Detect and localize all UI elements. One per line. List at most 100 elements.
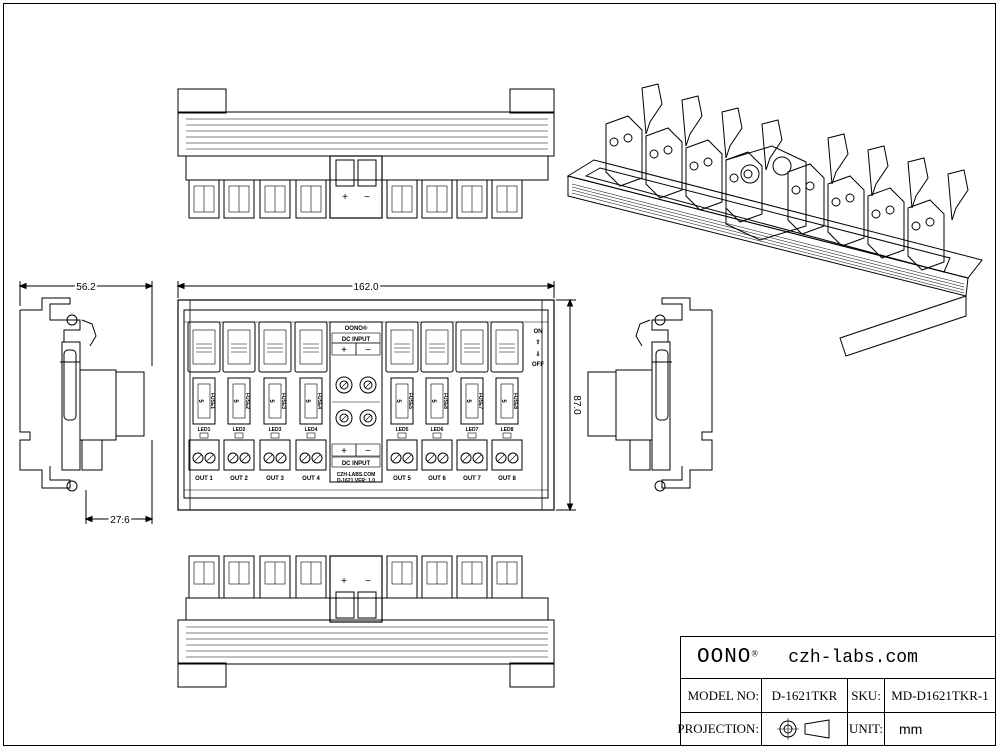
- iso-terminal-screw: [609, 137, 619, 147]
- terminal-screw-right: [311, 452, 323, 464]
- rocker-switch: [385, 321, 419, 373]
- on-label: ON: [534, 329, 543, 335]
- terminal-screw-slot: [474, 454, 482, 462]
- terminal-screw-slot: [392, 454, 400, 462]
- iso-terminal-screw: [885, 205, 895, 215]
- output-terminal: [223, 439, 255, 471]
- front-rail-right: [541, 299, 555, 511]
- terminal-screw-slot: [194, 454, 202, 462]
- iso-terminal-left: [685, 139, 723, 211]
- fuse-holder: [227, 377, 251, 425]
- terminal-screw-slot: [439, 454, 447, 462]
- iso-terminal-screw: [911, 221, 921, 231]
- terminal-screw-left: [425, 452, 437, 464]
- dimension-lines: 162.056.227.687.0: [18, 280, 584, 528]
- output-label: OUT 5: [393, 476, 411, 482]
- fuse-body: [465, 383, 479, 419]
- dc-screw: [335, 409, 353, 427]
- top-terminal-block: [456, 179, 488, 219]
- iso-terminal-screw: [663, 145, 673, 155]
- led-indicator: [432, 432, 442, 439]
- led-label: LED7: [466, 427, 479, 433]
- dc-input-center-block: [329, 321, 383, 483]
- dimension-arrow: [176, 282, 185, 290]
- output-terminal: [386, 439, 418, 471]
- output-label: OUT 8: [498, 476, 516, 482]
- terminal-screw-slot: [241, 454, 249, 462]
- side-label-slot: [655, 349, 669, 421]
- top-view: +−: [177, 88, 555, 219]
- terminal-screw-left: [495, 452, 507, 464]
- dimension-arrow: [18, 282, 27, 290]
- dc-top-minus: −: [365, 345, 371, 356]
- fuse-body: [232, 383, 246, 419]
- led-label: LED2: [233, 427, 246, 433]
- top-plus-mark: +: [342, 192, 348, 203]
- side-screw-top: [654, 314, 666, 326]
- dc-minus-box: [355, 342, 381, 356]
- top-terminal-block: [421, 179, 453, 219]
- dc-input-bottom-box: [331, 456, 381, 468]
- top-dc-screw-left: [335, 159, 355, 187]
- led-label: LED5: [396, 427, 409, 433]
- led-label: LED6: [431, 427, 444, 433]
- projection-label: PROJECTION:: [677, 721, 759, 736]
- bottom-dc-screw-right: [357, 591, 377, 619]
- bottom-rail-body: [177, 619, 555, 665]
- led-indicator: [467, 432, 477, 439]
- dc-input-bottom-label: DC INPUT: [342, 461, 371, 467]
- side-lower-block: [629, 439, 651, 471]
- dc-screw-slot: [364, 381, 372, 389]
- fuse-label: FUSE8: [512, 393, 518, 409]
- front-housing: [183, 309, 549, 499]
- iso-switch-left: [761, 119, 783, 171]
- bottom-dc-screw-left: [335, 591, 355, 619]
- fuse-holder: [263, 377, 287, 425]
- side-body-front: [651, 341, 671, 471]
- fuse-body: [500, 383, 514, 419]
- iso-rail-stripe: [571, 189, 965, 291]
- bottom-minus-mark: −: [365, 576, 371, 587]
- iso-switch-left: [681, 95, 703, 147]
- iso-switch-right: [947, 169, 969, 221]
- dimension-arrow: [84, 515, 93, 523]
- projection-symbol: [761, 713, 847, 745]
- terminal-screw-slot: [404, 454, 412, 462]
- top-terminal-block: [259, 179, 291, 219]
- bottom-plus-mark: +: [341, 576, 347, 587]
- side-screw-top: [66, 314, 78, 326]
- dimension-arrow: [566, 298, 574, 307]
- led-indicator: [397, 432, 407, 439]
- iso-terminal-screw: [925, 217, 935, 227]
- terminal-screw-slot: [462, 454, 470, 462]
- bottom-rail-end-right: [509, 662, 555, 688]
- dimension-arrow: [145, 282, 154, 290]
- fuse-body: [430, 383, 444, 419]
- output-terminal: [421, 439, 453, 471]
- fuse-rating-label: 5: [430, 399, 436, 403]
- fuse-holder: [390, 377, 414, 425]
- unit-value: mm: [884, 713, 995, 745]
- iso-housing-top: [584, 167, 951, 273]
- output-terminal: [295, 439, 327, 471]
- terminal-screw-right: [239, 452, 251, 464]
- fuse-label: FUSE3: [280, 393, 286, 409]
- off-label: OFF: [532, 362, 544, 368]
- rocker-switch-paddle: [460, 329, 484, 365]
- dc-input-top-label: DC INPUT: [342, 337, 371, 343]
- iso-terminal-screw: [743, 169, 753, 179]
- iso-terminal-screw: [871, 209, 881, 219]
- iso-switch-right: [867, 145, 889, 197]
- terminal-screw-right: [204, 452, 216, 464]
- side-switch-lever: [81, 319, 97, 347]
- third-angle-projection-icon: [776, 718, 829, 740]
- iso-switch-right: [827, 133, 849, 185]
- output-terminal: [259, 439, 291, 471]
- side-terminal-block: [79, 369, 117, 441]
- iso-terminal-screw: [845, 193, 855, 203]
- led-label: LED4: [305, 427, 318, 433]
- output-terminal: [188, 439, 220, 471]
- iso-dc-screw: [772, 156, 792, 176]
- iso-rail-top: [566, 159, 983, 279]
- top-rail-end-left: [177, 88, 227, 114]
